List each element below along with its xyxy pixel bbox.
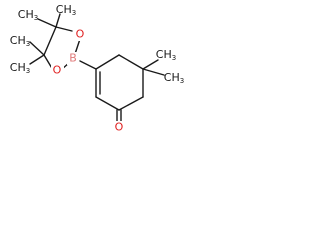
bond-c3-c4 bbox=[95, 96, 120, 111]
o-lower-bg bbox=[51, 63, 64, 76]
bond-c6-methyl-b bbox=[142, 68, 165, 76]
oxygen-carbonyl-label: O bbox=[115, 121, 124, 134]
methyl-label-2: CH3 bbox=[18, 8, 38, 23]
bond-pin-upper-me-b bbox=[37, 18, 57, 28]
bond-c1-c2 bbox=[95, 54, 120, 70]
methyl-label-4: CH3 bbox=[10, 61, 30, 76]
molecule-canvas: O O B O CH3 CH3 CH3 CH3 CH3 CH3 bbox=[0, 0, 188, 137]
bond-c-c-pinacol bbox=[43, 26, 57, 56]
atom-labels: O O B O CH3 CH3 CH3 CH3 CH3 CH3 bbox=[10, 3, 184, 134]
o-upper-bg bbox=[73, 28, 87, 41]
oxygen-ring-upper-label: O bbox=[76, 28, 85, 41]
methyl-label-3: CH3 bbox=[10, 34, 30, 49]
bond-pin-upper-me-a bbox=[55, 13, 61, 28]
methyl-label-1: CH3 bbox=[56, 3, 76, 18]
methyl-label-6: CH3 bbox=[164, 71, 184, 86]
bond-c6-methyl-a bbox=[142, 59, 159, 70]
bond-pin-lower-me-b bbox=[29, 54, 45, 65]
boron-label: B bbox=[69, 52, 77, 65]
bonds bbox=[29, 13, 165, 122]
bond-pin-lower-me-a bbox=[29, 41, 45, 56]
bond-c6-c1 bbox=[118, 54, 144, 70]
methyl-label-5: CH3 bbox=[156, 48, 176, 63]
bond-c2-b bbox=[79, 60, 97, 70]
bond-o-upper-c bbox=[55, 26, 73, 32]
o-carbonyl-bg bbox=[112, 121, 126, 134]
boron-bg bbox=[67, 52, 79, 65]
oxygen-ring-lower-label: O bbox=[53, 64, 62, 77]
bond-c4-c5 bbox=[118, 96, 144, 111]
structure-diagram: O O B O CH3 CH3 CH3 CH3 CH3 CH3 bbox=[10, 3, 184, 134]
